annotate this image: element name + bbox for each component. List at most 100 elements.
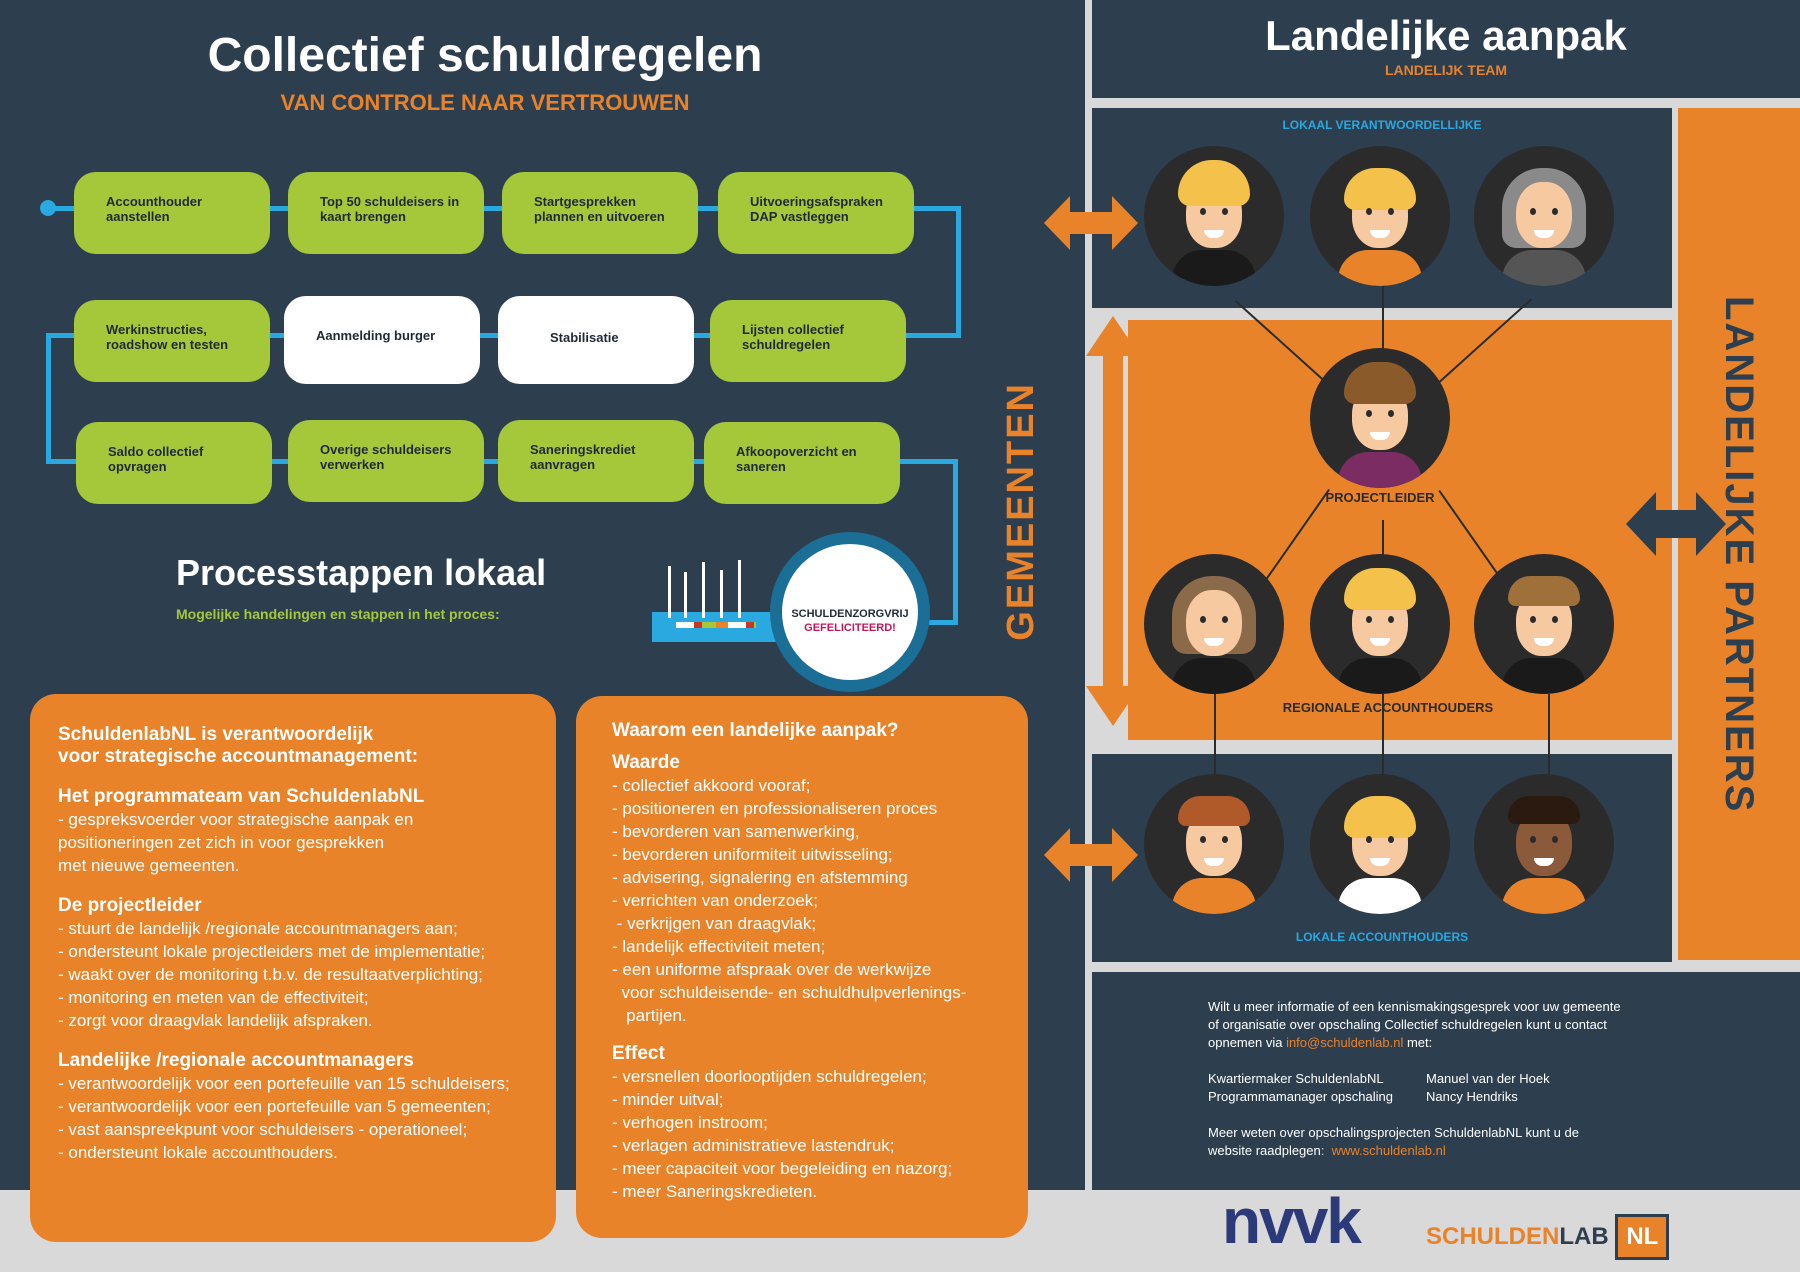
partners-label: LANDELIJKE PARTNERS [1717, 296, 1761, 814]
step-4: Uitvoeringsafspraken DAP vastleggen [718, 172, 914, 254]
pipe-left [46, 333, 51, 463]
finish-circle [782, 544, 918, 680]
contact-line: of organisatie over opschaling Collectie… [1208, 1017, 1607, 1032]
nvvk-logo: nvvk [1222, 1185, 1362, 1257]
avatar-lokaal-accounthouder-1 [1144, 774, 1284, 914]
avatar-projectleider [1310, 348, 1450, 488]
box2-heading: Waarom een landelijke aanpak? [612, 720, 899, 741]
process-subtitle: Mogelijke handelingen en stappen in het … [176, 606, 500, 622]
step-3: Startgesprekken plannen en uitvoeren [502, 172, 698, 254]
step-7: Stabilisatie [498, 296, 694, 384]
box1-s3-title: Landelijke /regionale accountmanagers [58, 1050, 414, 1071]
label-regionale-accounthouders: REGIONALE ACCOUNTHOUDERS [1282, 700, 1494, 715]
box2-s1-line: - bevorderen van samenwerking, [612, 822, 860, 841]
contact-text: Wilt u meer informatie of een kennismaki… [1208, 998, 1678, 1160]
double-arrow-icon [1044, 828, 1138, 882]
box2-s1-line: - advisering, signalering en afstemming [612, 868, 908, 887]
box1-s3-line: - verantwoordelijk voor een portefeuille… [58, 1074, 510, 1093]
avatar-regionaal-3 [1474, 554, 1614, 694]
email-link[interactable]: info@schuldenlab.nl [1286, 1035, 1404, 1050]
gemeenten-label: GEMEENTEN [1000, 382, 1042, 641]
label-lokaal-verantwoordelijke: LOKAAL VERANTWOORDELLIJKE [1282, 118, 1482, 132]
box2-s2-line: - verhogen instroom; [612, 1113, 768, 1132]
contact-line: Meer weten over opschalingsprojecten Sch… [1208, 1125, 1579, 1140]
avatar-regionaal-1 [1144, 554, 1284, 694]
pipe-start-dot [40, 200, 56, 216]
box2-s1-line: partijen. [612, 1006, 687, 1025]
box1-s2-line: - ondersteunt lokale projectleiders met … [58, 942, 486, 961]
right-header [1092, 0, 1800, 98]
finish-stripes [676, 622, 756, 628]
box2-s2-line: - minder uitval; [612, 1090, 724, 1109]
box2-s2-line: - versnellen doorlooptijden schuldregele… [612, 1067, 927, 1086]
step-1: Accounthouder aanstellen [74, 172, 270, 254]
finish-gates [668, 552, 758, 618]
box2-s1-line: voor schuldeisende- en schuldhulpverleni… [612, 983, 967, 1002]
finish-text-2: GEFELICITEERD! [804, 622, 896, 634]
vertical-double-arrow-icon [1086, 316, 1140, 726]
step-2: Top 50 schuldeisers in kaart brengen [288, 172, 484, 254]
box1-s2-line: - zorgt voor draagvlak landelijk afsprak… [58, 1011, 373, 1030]
box1-s3-line: - ondersteunt lokale accounthouders. [58, 1143, 338, 1162]
double-arrow-icon [1044, 196, 1138, 250]
box2-s2-line: - meer capaciteit voor begeleiding en na… [612, 1159, 953, 1178]
box-why: Waarom een landelijke aanpak? Waarde - c… [576, 696, 1028, 1238]
right-title: Landelijke aanpak [1265, 12, 1627, 59]
box2-s1-line: - een uniforme afspraak over de werkwijz… [612, 960, 932, 979]
avatar-lokaal-accounthouder-3 [1474, 774, 1614, 914]
box2-s1-line: - landelijk effectiviteit meten; [612, 937, 826, 956]
box1-heading: SchuldenlabNL is verantwoordelijk [58, 724, 374, 745]
box1-s3-line: - vast aanspreekpunt voor schuldeisers -… [58, 1120, 468, 1139]
label-lokale-accounthouders: LOKALE ACCOUNTHOUDERS [1295, 930, 1469, 944]
box2-s1-line: - verrichten van onderzoek; [612, 891, 818, 910]
right-subtitle: LANDELIJK TEAM [1384, 62, 1508, 78]
box2-s1-line: - bevorderen uniformiteit uitwisseling; [612, 845, 893, 864]
box1-s1-line: met nieuwe gemeenten. [58, 856, 240, 875]
box1-s3-line: - verantwoordelijk voor een portefeuille… [58, 1097, 491, 1116]
box1-s1-title: Het programmateam van SchuldenlabNL [58, 786, 425, 807]
step-11: Saneringskrediet aanvragen [498, 420, 694, 502]
box2-s1-line: - verkrijgen van draagvlak; [612, 914, 817, 933]
box1-s2-line: - waakt over de monitoring t.b.v. de res… [58, 965, 483, 984]
box1-s1-line: - gespreksvoerder voor strategische aanp… [58, 810, 414, 829]
box1-heading-2: voor strategische accountmanagement: [58, 746, 419, 767]
contact-block [1092, 972, 1800, 1190]
step-6: Aanmelding burger [284, 296, 480, 384]
contact-line: opnemen via info@schuldenlab.nl met: [1208, 1035, 1433, 1050]
pipe-right2 [953, 459, 958, 625]
avatar-lokaal-accounthouder-2 [1310, 774, 1450, 914]
box2-s1-line: - positioneren en professionaliseren pro… [612, 799, 938, 818]
website-link[interactable]: www.schuldenlab.nl [1331, 1143, 1446, 1158]
step-12: Afkoopoverzicht en saneren [704, 422, 900, 504]
box1-s2-line: - stuurt de landelijk /regionale account… [58, 919, 458, 938]
pipe-right1 [956, 206, 961, 338]
box1-s2-line: - monitoring en meten van de effectivite… [58, 988, 369, 1007]
box-responsibilities: SchuldenlabNL is verantwoordelijk voor s… [30, 694, 556, 1242]
box2-s2-title: Effect [612, 1043, 665, 1064]
avatar-regionaal-2 [1310, 554, 1450, 694]
box2-s2-line: - verlagen administratieve lastendruk; [612, 1136, 895, 1155]
box2-s1-line: - collectief akkoord vooraf; [612, 776, 811, 795]
double-arrow-icon [1626, 492, 1726, 556]
step-9: Saldo collectief opvragen [76, 422, 272, 504]
box2-s1-title: Waarde [612, 752, 680, 773]
process-title: Processtappen lokaal [176, 552, 547, 593]
avatar-lokaal-3 [1474, 146, 1614, 286]
step-10: Overige schuldeisers verwerken [288, 420, 484, 502]
contact-line: Wilt u meer informatie of een kennismaki… [1208, 999, 1621, 1014]
page-subtitle: VAN CONTROLE NAAR VERTROUWEN [280, 90, 690, 115]
schuldenlab-logo: SCHULDENLAB NL [1426, 1214, 1670, 1260]
box1-s2-title: De projectleider [58, 895, 202, 916]
avatar-lokaal-2 [1310, 146, 1450, 286]
step-8: Lijsten collectief schuldregelen [710, 300, 906, 382]
step-5: Werkinstructies, roadshow en testen [74, 300, 270, 382]
finish-text-1: SCHULDENZORGVRIJ [791, 608, 909, 620]
contact-line: website raadplegen: www.schuldenlab.nl [1208, 1143, 1446, 1158]
box2-s2-line: - meer Saneringskredieten. [612, 1182, 818, 1201]
box1-s1-line: positioneringen zet zich in voor gesprek… [58, 833, 385, 852]
label-projectleider: PROJECTLEIDER [1325, 490, 1435, 505]
avatar-lokaal-1 [1144, 146, 1284, 286]
page-title: Collectief schuldregelen [207, 29, 763, 82]
